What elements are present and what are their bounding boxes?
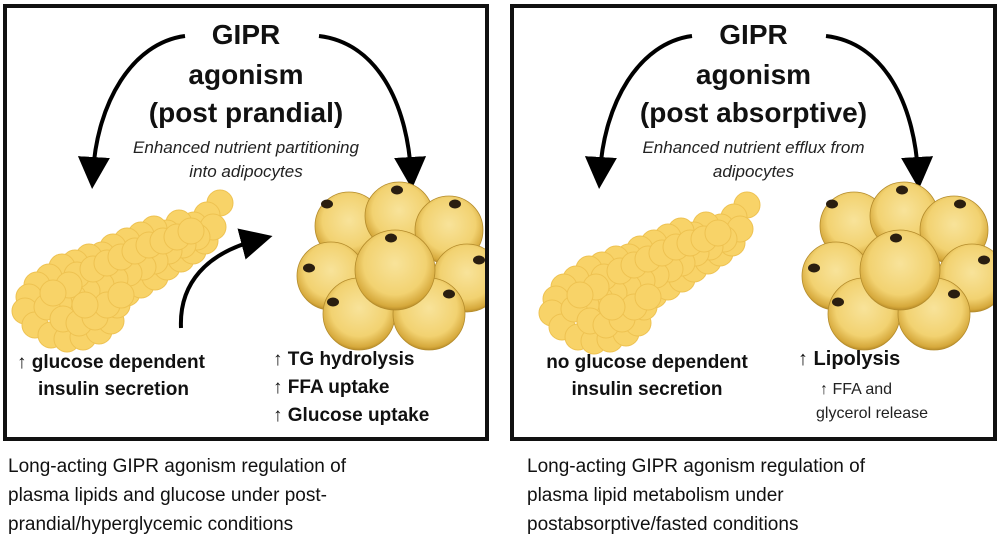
caption-right-line-3: postabsorptive/fasted conditions [527,514,799,535]
adipocyte-nucleus [385,233,397,243]
pancreas-lobule [39,279,67,307]
arrow-to-adipocytes [825,34,934,189]
effect-lipolysis: ↑ Lipolysis [798,348,901,370]
pancreas-label-line-2: insulin secretion [571,379,723,400]
effect-release-line-2: glycerol release [816,405,929,422]
arrow-to-pancreas [584,34,693,189]
pancreas-lobule [71,291,99,319]
pancreas-label-line-1: no glucose dependent [546,352,748,373]
arrow-to-adipocytes [318,34,427,189]
title-line-2: agonism [695,59,812,90]
title-line-3: (post prandial) [148,97,344,128]
adipocyte-cluster-icon [296,181,485,351]
panel-post-prandial: GIPR agonism (post prandial) Enhanced nu… [3,4,489,441]
adipocyte-nucleus [896,185,908,195]
pancreas-lobule [598,293,626,321]
pancreas-label-line-2: insulin secretion [38,379,189,400]
caption-right-line-1: Long-acting GIPR agonism regulation of [527,456,865,477]
effect-tg-hydrolysis: ↑ TG hydrolysis [273,349,415,370]
pancreas-lobule [634,283,662,311]
subtitle-line-1: Enhanced nutrient partitioning [133,138,359,157]
pancreas-icon [538,191,761,355]
adipocyte-nucleus [808,263,820,273]
title-line-3: (post absorptive) [639,97,868,128]
adipocyte-cluster-icon [801,181,993,351]
adipocyte-nucleus [948,289,960,299]
adipocyte-nucleus [449,199,461,209]
caption-left-line-3: prandial/hyperglycemic conditions [8,514,294,535]
adipocyte-nucleus [826,199,838,209]
pancreas-label: ↑ glucose dependent insulin secretion [17,349,205,403]
caption-left: Long-acting GIPR agonism regulation of p… [8,452,346,539]
effect-release: ↑ FFA and glycerol release [816,378,928,426]
arrow-to-pancreas [77,34,186,189]
adipocyte-nucleus [890,233,902,243]
adipocyte-nucleus [978,255,990,265]
title-line-1: GIPR [719,19,788,50]
panel-left-graphics [11,34,485,353]
adipocyte-nucleus [321,199,333,209]
pancreas-lobule [177,217,205,245]
adipocyte-nucleus [954,199,966,209]
pancreas-lobule [107,281,135,309]
adipocyte-nucleus [473,255,485,265]
panel-post-absorptive: GIPR agonism (post absorptive) Enhanced … [510,4,997,441]
pancreas-label: no glucose dependent insulin secretion [532,349,762,403]
pancreas-icon [11,189,234,353]
adipocyte-nucleus [443,289,455,299]
adipocyte-nucleus [832,297,844,307]
adipocyte-cell [859,229,941,311]
adipocyte-nucleus [327,297,339,307]
caption-right: Long-acting GIPR agonism regulation of p… [527,452,865,539]
pancreas-lobule [704,219,732,247]
effect-release-line-1: ↑ FFA and [820,381,893,398]
adipocyte-nucleus [303,263,315,273]
panel-right-graphics [538,34,993,355]
subtitle: Enhanced nutrient partitioning into adip… [7,136,485,184]
subtitle-line-2: into adipocytes [189,162,303,181]
effect-ffa-uptake: ↑ FFA uptake [273,377,390,398]
caption-left-line-2: plasma lipids and glucose under post- [8,485,327,506]
caption-left-line-1: Long-acting GIPR agonism regulation of [8,456,346,477]
caption-right-line-2: plasma lipid metabolism under [527,485,784,506]
adipocyte-effects: ↑ TG hydrolysis ↑ FFA uptake ↑ Glucose u… [273,346,429,430]
subtitle-line-2: adipocytes [712,162,795,181]
title-line-2: agonism [188,59,304,90]
subtitle-line-1: Enhanced nutrient efflux from [642,138,865,157]
title-line-1: GIPR [211,19,281,50]
adipocyte-cell [354,229,436,311]
effect-glucose-uptake: ↑ Glucose uptake [273,405,430,426]
arrow-insulin-to-adipocytes [178,228,273,329]
pancreas-label-line-1: ↑ glucose dependent [17,352,205,373]
pancreas-lobule [566,281,594,309]
adipocyte-nucleus [391,185,403,195]
subtitle: Enhanced nutrient efflux from adipocytes [514,136,993,184]
